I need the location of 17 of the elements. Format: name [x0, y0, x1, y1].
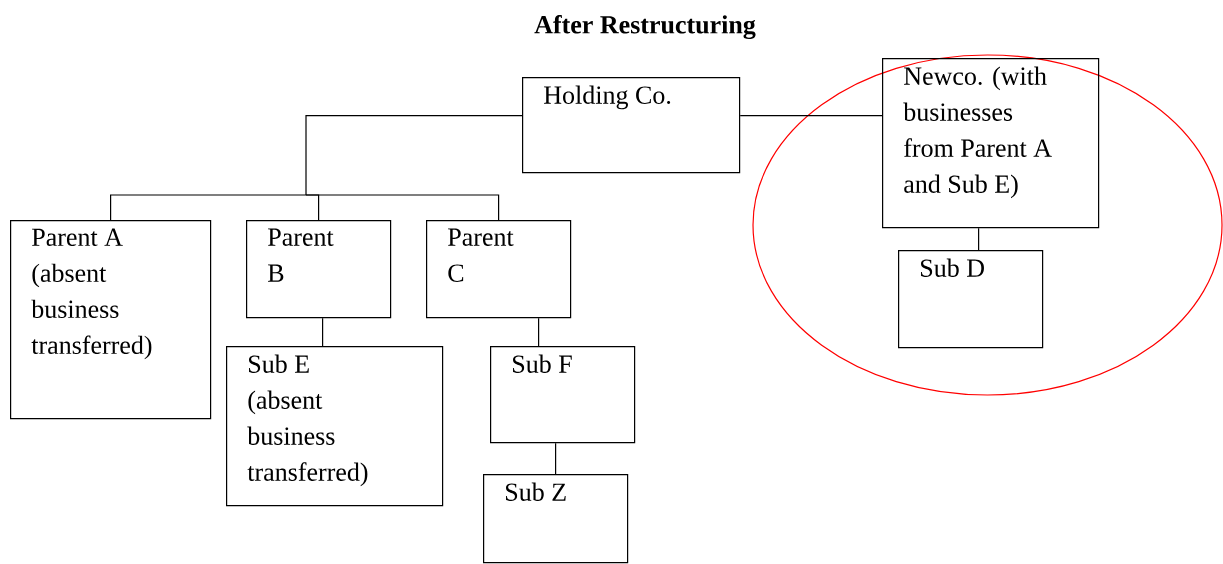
connector-line	[538, 317, 540, 347]
org-box: Parent A (absent business transferred)	[10, 220, 212, 420]
org-box: Parent C	[426, 220, 572, 319]
connector-line	[110, 115, 523, 221]
highlight-ellipse	[752, 54, 1223, 396]
org-box: Sub D	[898, 250, 1044, 349]
org-box: Parent B	[246, 220, 392, 319]
connector-line	[322, 317, 324, 347]
org-box: Holding Co.	[522, 77, 741, 174]
org-box: Sub Z	[483, 474, 629, 564]
org-box: Newco. (with businesses from Parent A and Sub E)	[882, 58, 1100, 229]
title: After Restructuring	[534, 15, 756, 39]
connector-line	[555, 442, 557, 475]
org-box: Sub F	[490, 346, 636, 444]
org-box: Sub E (absent business transferred)	[226, 346, 444, 507]
connector-line	[739, 115, 883, 117]
connector-line	[978, 227, 980, 251]
